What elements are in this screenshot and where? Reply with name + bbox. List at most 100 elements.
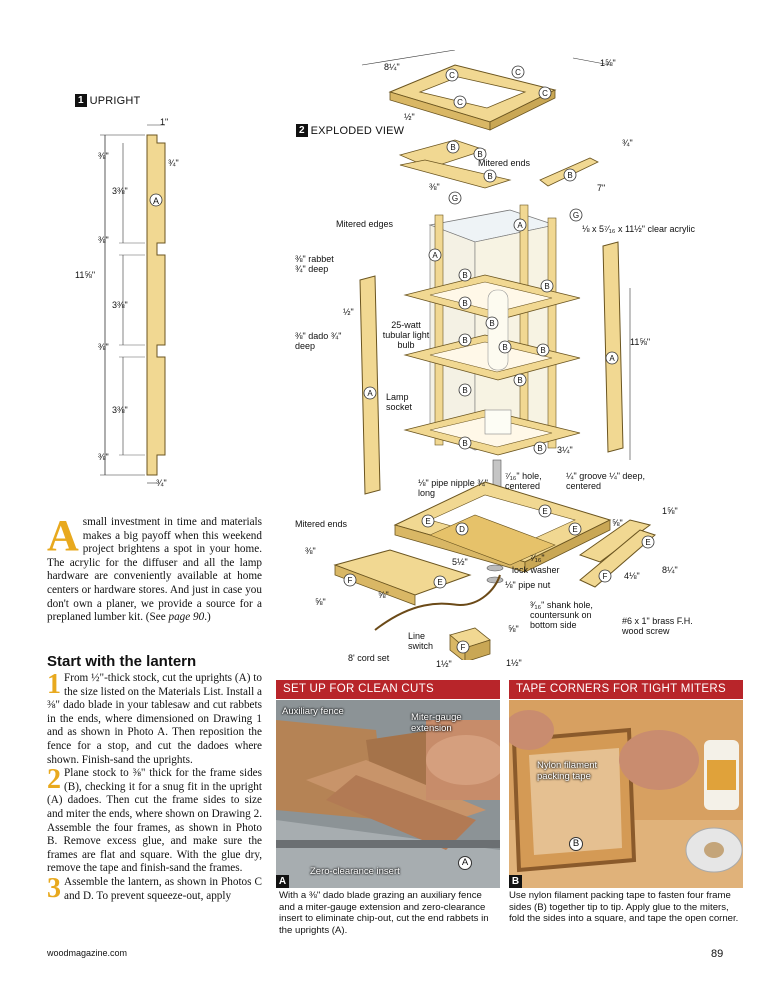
- drawing1-overall: 11⅝": [75, 270, 96, 280]
- page-number: 89: [711, 948, 724, 960]
- photo-b-caption: Use nylon filament packing tape to faste…: [509, 890, 739, 924]
- photo-a-label-insert: Zero-clearance insert: [310, 866, 400, 877]
- step-2-number: 2: [47, 764, 61, 796]
- photo-a-label-miter: Miter-gauge extension: [411, 712, 462, 734]
- ev-hole: ⁷⁄₁₆" hole, centered: [505, 471, 542, 491]
- intro-end: .): [204, 611, 211, 624]
- ev-rabbet: ⅜" rabbet ¾" deep: [295, 254, 334, 274]
- svg-text:E: E: [542, 507, 547, 516]
- step-1-number: 1: [47, 669, 61, 700]
- ev-lamp-socket: Lamp socket: [386, 392, 413, 412]
- svg-text:C: C: [515, 68, 521, 77]
- photo-b-heading: TAPE CORNERS FOR TIGHT MITERS: [509, 680, 743, 699]
- drawing1-seg3: 3⅜": [112, 405, 128, 415]
- drawing1-rabbet-top: ⅜": [98, 151, 109, 161]
- drawing1-top-width: 1": [160, 117, 169, 127]
- ev-right-w2: 8¼": [662, 565, 678, 575]
- ev-block-d: 1½": [506, 658, 522, 668]
- svg-text:E: E: [437, 578, 442, 587]
- ev-top-thick: ½": [404, 112, 415, 122]
- svg-text:A: A: [367, 389, 373, 398]
- ev-washer-size: ⁷⁄₁₆": [530, 553, 545, 563]
- ev-cord-set: 8' cord set: [348, 653, 390, 663]
- photo-b-label-tape: Nylon filament packing tape: [537, 760, 598, 782]
- drawing1-rabbet-bottom: ⅜": [98, 452, 109, 462]
- ev-groove: ¼" groove ¼" deep, centered: [566, 471, 645, 491]
- drawing1-name: UPRIGHT: [89, 94, 141, 107]
- svg-text:A: A: [517, 221, 523, 230]
- photo-b-part-label: B: [569, 837, 583, 851]
- ev-frame-depth: 3¼": [557, 445, 573, 455]
- svg-text:G: G: [452, 194, 458, 203]
- drawing1-seg1: 3⅜": [112, 186, 128, 196]
- ev-block-w: 1½": [436, 659, 452, 669]
- ev-base-thick: ⅝": [378, 590, 389, 600]
- svg-text:E: E: [572, 525, 577, 534]
- svg-text:B: B: [567, 171, 572, 180]
- drawing1-bottom-width: ¾": [156, 478, 167, 488]
- svg-text:D: D: [459, 525, 465, 534]
- svg-text:B: B: [544, 282, 549, 291]
- ev-dado: ⅜" dado ¾" deep: [295, 331, 342, 351]
- ev-line-switch: Line switch: [408, 631, 434, 651]
- photo-a-label-fence: Auxiliary fence: [282, 706, 344, 717]
- photo-a-tag: A: [276, 875, 289, 888]
- ev-block-h: ⅝": [508, 624, 519, 634]
- step-3-number: 3: [47, 872, 61, 904]
- photo-a-part-label: A: [458, 856, 472, 870]
- ev-pipe-nut: ⅛" pipe nut: [505, 580, 551, 590]
- intro-link[interactable]: page 90: [168, 611, 205, 624]
- ev-acrylic: ⅛ x 5⁷⁄₁₆ x 11½" clear acrylic: [582, 224, 695, 234]
- svg-text:B: B: [540, 346, 545, 355]
- svg-text:E: E: [645, 538, 650, 547]
- ev-left-thick: ⅝": [315, 597, 326, 607]
- intro-text: small investment in time and materials m…: [47, 516, 262, 624]
- svg-text:F: F: [461, 643, 466, 652]
- svg-text:F: F: [603, 572, 608, 581]
- ev-base-h: ⅝": [612, 518, 623, 528]
- ev-right-w1: 4⅛": [624, 571, 640, 581]
- photo-a-caption: With a ⅜" dado blade grazing an auxiliar…: [279, 890, 489, 936]
- ev-bulb: 25-watt tubular light bulb: [382, 320, 430, 350]
- svg-text:B: B: [462, 386, 467, 395]
- svg-text:B: B: [462, 271, 467, 280]
- svg-text:B: B: [477, 150, 482, 159]
- ev-frame-len: 7": [597, 183, 606, 193]
- ev-left-h: ⅜": [305, 546, 316, 556]
- drawing1-rabbet-depth: ¾": [168, 158, 179, 168]
- step-2-text: Plane stock to ⅜" thick for the frame si…: [47, 767, 262, 875]
- photo-a-image: [276, 700, 500, 888]
- ev-top-depth: 1⅝": [600, 58, 616, 68]
- photo-b: Nylon filament packing tape B B: [509, 700, 743, 888]
- photo-a-heading: SET UP FOR CLEAN CUTS: [276, 680, 500, 699]
- ev-nipple: ⅛" pipe nipple ¾" long: [418, 478, 488, 498]
- ev-screw: #6 x 1" brass F.H. wood screw: [622, 616, 693, 636]
- svg-text:B: B: [450, 143, 455, 152]
- svg-text:B: B: [462, 299, 467, 308]
- ev-half: ½": [343, 307, 354, 317]
- svg-text:C: C: [449, 71, 455, 80]
- svg-text:E: E: [425, 517, 430, 526]
- svg-text:B: B: [517, 376, 522, 385]
- intro-dropcap: A: [47, 511, 79, 560]
- drawing1-title: 1 UPRIGHT: [75, 94, 140, 107]
- step-1-text: From ½"-thick stock, cut the uprights (A…: [47, 672, 262, 766]
- svg-text:B: B: [502, 343, 507, 352]
- ev-mitered-ends: Mitered ends: [478, 158, 531, 168]
- svg-text:B: B: [462, 439, 467, 448]
- ev-lock-washer: lock washer: [512, 565, 560, 575]
- ev-upright-len: 11⅝": [630, 337, 651, 347]
- upright-drawing: [100, 124, 166, 484]
- drawing2-title: 2 EXPLODED VIEW: [296, 124, 404, 137]
- drawing1-number: 1: [75, 94, 87, 107]
- ev-top-width: 8¼": [384, 62, 400, 72]
- svg-text:A: A: [432, 251, 438, 260]
- drawing1-part-label: A: [153, 196, 160, 206]
- photo-b-image: [509, 700, 743, 888]
- ev-frame-width: ¾": [622, 138, 633, 148]
- svg-text:B: B: [487, 172, 492, 181]
